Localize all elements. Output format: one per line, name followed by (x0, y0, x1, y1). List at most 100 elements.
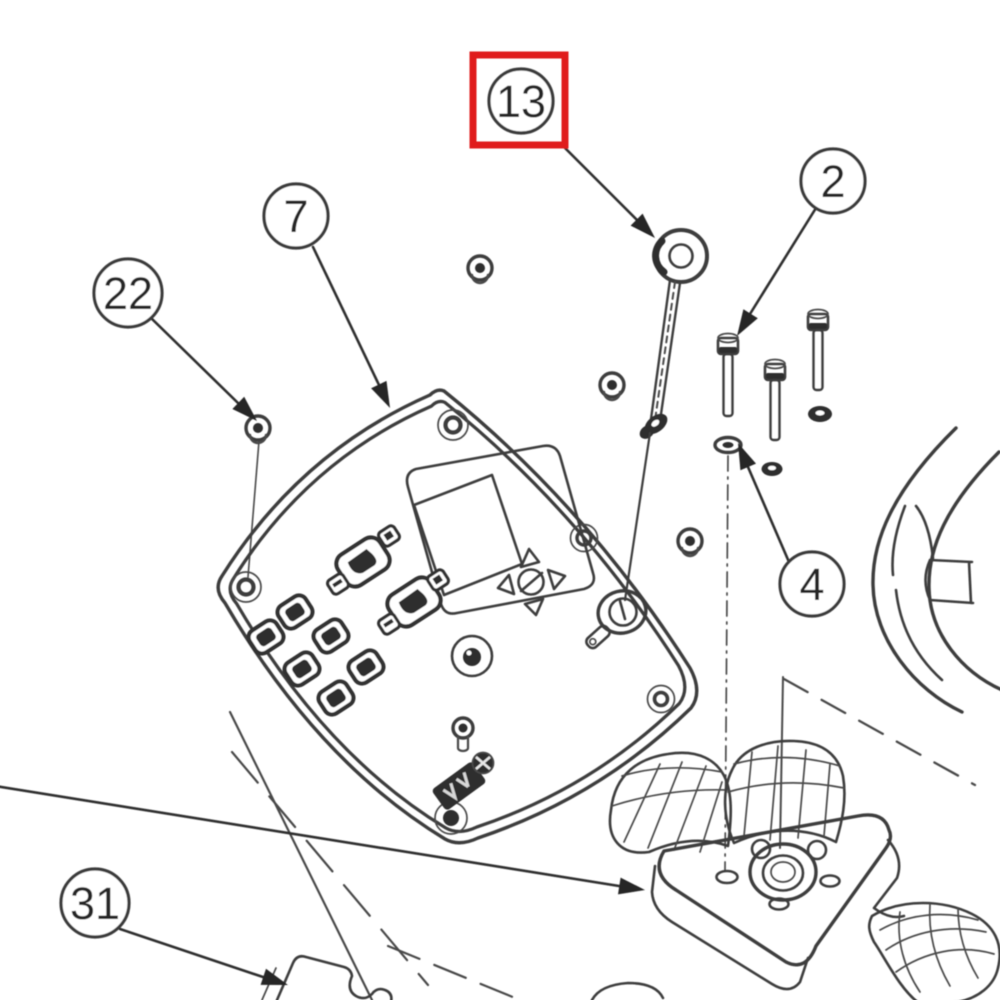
minus-button[interactable] (377, 612, 401, 636)
base-plate-wall-right (872, 838, 906, 919)
dpad-down-icon[interactable] (523, 597, 545, 617)
leader-arrow-2 (737, 206, 818, 336)
wheel-hub-arc-2 (894, 588, 944, 682)
construction-lines (228, 440, 977, 1000)
lever-part-13 (623, 228, 709, 602)
dpad-center-button[interactable] (517, 568, 545, 596)
panel-corner-screw-left (230, 571, 262, 603)
nut-part (761, 462, 783, 476)
panel-corner-screw-top (437, 409, 469, 441)
wheel-hub-arc (891, 504, 907, 577)
leader-arrow-31 (118, 927, 288, 985)
wheel-spoke-arc (914, 504, 935, 560)
speaker (450, 634, 494, 678)
rocker-glyph (398, 589, 428, 614)
hidden-edge-dashed-line (230, 750, 430, 987)
rocker-glyph (347, 549, 377, 574)
panel-outer-edge (216, 388, 699, 845)
screw-part (676, 527, 704, 558)
dpad-left-icon[interactable] (496, 573, 516, 596)
callout-13-label: 13 (496, 76, 546, 127)
leader-arrows (0, 141, 818, 985)
base-plate-outline (657, 813, 893, 967)
fasteners (244, 254, 832, 558)
callout-4[interactable]: 4 (778, 550, 846, 618)
key-slot (618, 599, 627, 621)
centerline-diagonal-dashed (782, 677, 977, 787)
display-bezel (405, 444, 596, 615)
plus-button[interactable] (426, 568, 450, 592)
panel-screw (451, 716, 475, 753)
leader-arrow-13 (558, 141, 655, 238)
grip-grid-lines (727, 745, 845, 841)
leader-arrow-7 (311, 245, 390, 408)
callout-22[interactable]: 22 (92, 257, 164, 329)
highlight-box (469, 51, 569, 149)
centerline-bolt-axis (724, 455, 729, 871)
keypad-button[interactable] (316, 678, 357, 717)
leader-arrow-joystick (0, 785, 645, 895)
keypad-button[interactable] (282, 649, 323, 688)
wheel-rim-arc (871, 426, 964, 714)
key-switch[interactable] (584, 586, 650, 650)
bottom-part-arc (590, 981, 665, 1000)
grip-grid-lines (879, 903, 995, 993)
brand-label (432, 762, 486, 810)
mount-bracket-part-31 (261, 954, 393, 1000)
bolt-part-2 (716, 332, 740, 418)
control-panel-part (216, 388, 699, 845)
callout-2[interactable]: 2 (799, 147, 867, 215)
knob-shading (652, 237, 668, 276)
leader-arrow-22 (148, 315, 257, 421)
callout-2-label: 2 (820, 156, 845, 207)
base-plate-wall (650, 864, 810, 991)
wheel-rim-arc-2 (927, 450, 1000, 691)
dpad-cluster[interactable] (496, 547, 567, 617)
keypad-button[interactable] (311, 616, 352, 655)
keypad-buttons[interactable] (246, 592, 387, 717)
key-icon (585, 624, 611, 650)
callout-7-label: 7 (283, 191, 308, 242)
phillips-screw (471, 751, 495, 775)
lever-rod (623, 431, 652, 602)
screw-part-22 (244, 414, 272, 445)
hand-grip-right (867, 901, 1000, 1000)
screw-part (598, 371, 626, 402)
keypad-button[interactable] (346, 647, 387, 686)
rocker-button-2[interactable] (377, 568, 450, 636)
bolt-part (763, 358, 787, 442)
bolt-part (806, 308, 830, 392)
dpad-up-icon[interactable] (519, 547, 541, 569)
callouts: 13 2 7 22 4 31 (59, 51, 867, 939)
panel-corner-screw-right (646, 684, 676, 714)
wheel-spoke (924, 558, 975, 605)
keypad-button[interactable] (275, 592, 316, 631)
dpad-right-icon[interactable] (546, 568, 567, 591)
leader-arrow-4 (738, 443, 791, 564)
hand-grip-left (608, 751, 733, 854)
keypad-button[interactable] (246, 617, 287, 656)
nut-part (808, 406, 832, 422)
callout-4-label: 4 (799, 559, 824, 610)
steering-wheel-part (871, 426, 1000, 714)
screw-part (466, 254, 494, 285)
grip-grid-lines (611, 761, 729, 853)
plus-button[interactable] (377, 524, 401, 548)
dpad-center-slash (519, 571, 544, 593)
minus-button[interactable] (326, 572, 350, 596)
callout-31[interactable]: 31 (59, 867, 131, 939)
centerline-boss-axis (779, 676, 784, 849)
callout-7[interactable]: 7 (262, 182, 330, 250)
joystick-base-part (608, 739, 1000, 1000)
washer-part-4 (713, 435, 743, 455)
rocker-button-1[interactable] (326, 524, 401, 596)
hand-grip-middle (723, 739, 846, 845)
callout-13[interactable]: 13 (487, 67, 555, 135)
lever-shaft (649, 278, 672, 421)
hidden-edge-dashed-line-2 (386, 944, 522, 1000)
callout-31-label: 31 (70, 878, 120, 929)
callout-22-label: 22 (103, 268, 153, 319)
base-center-boss (715, 838, 841, 911)
